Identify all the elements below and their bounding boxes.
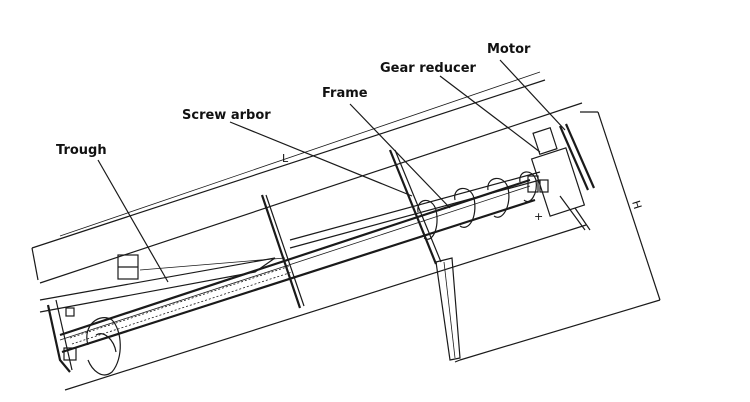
length-dimension: L — [59, 71, 541, 237]
length-dimension-label: L — [282, 152, 289, 165]
height-dimension: H — [454, 111, 661, 363]
leader-lines — [97, 59, 566, 283]
conveyor-envelope — [31, 79, 587, 391]
left-screw-flight — [86, 317, 121, 376]
intermediate-support — [260, 194, 305, 309]
frame-leg — [388, 149, 461, 361]
drive-unit: + — [527, 123, 596, 231]
trough-label: Trough — [56, 143, 107, 158]
drive-plus-mark: + — [534, 210, 543, 223]
height-dimension-label: H — [629, 199, 644, 211]
motor-label: Motor — [487, 42, 531, 57]
left-end-plate — [46, 299, 77, 373]
gear-reducer-label: Gear reducer — [380, 61, 476, 76]
inlet-box — [117, 254, 139, 280]
trough-body — [39, 178, 536, 354]
frame-label: Frame — [322, 86, 368, 101]
screw-arbor-label: Screw arbor — [182, 108, 271, 123]
